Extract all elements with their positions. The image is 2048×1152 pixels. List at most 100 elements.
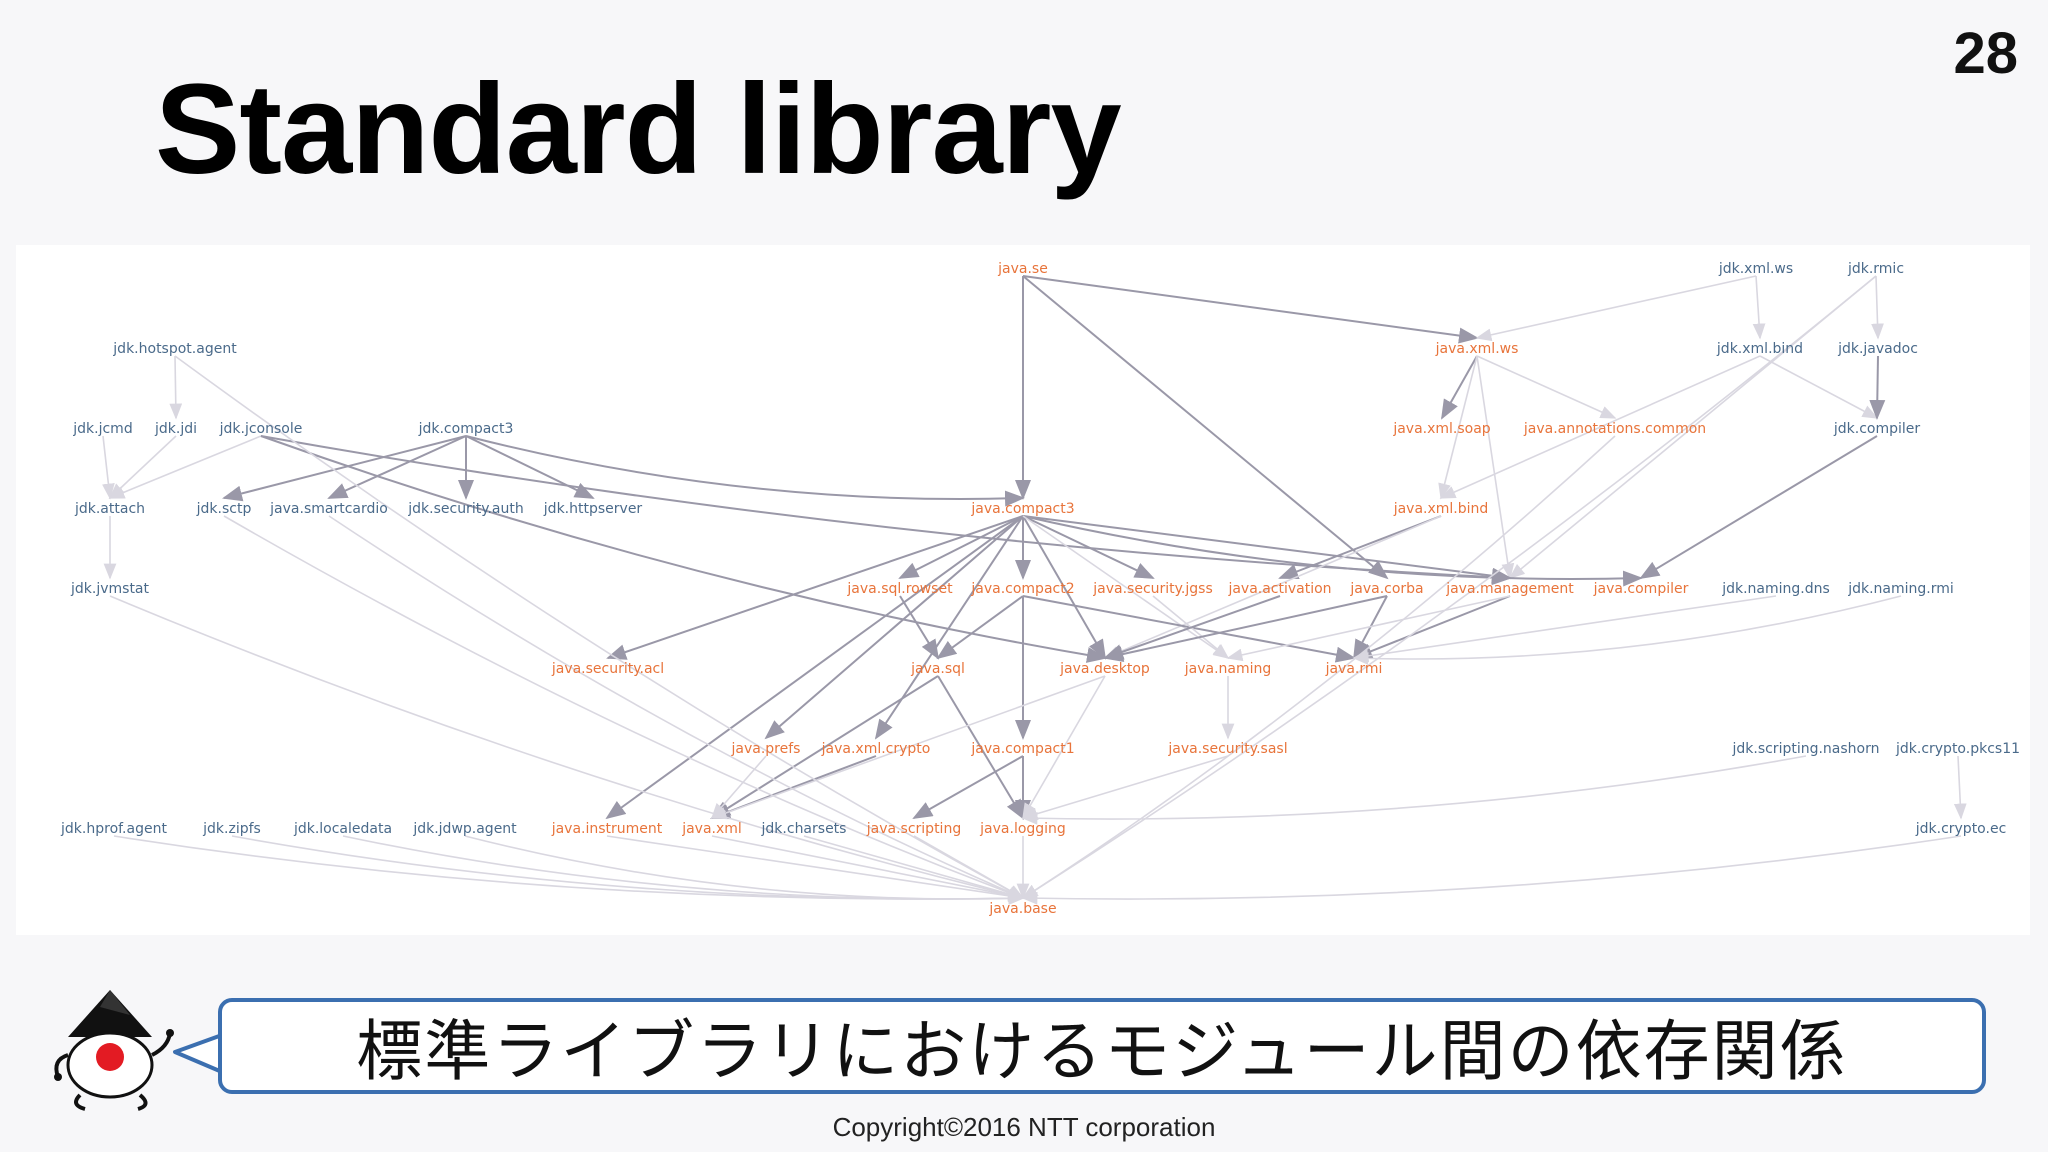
dependency-edge-jdk.compiler-to-java.compiler: [1639, 435, 1878, 580]
dependency-edge-jdk.naming.dns-to-java.rmi: [1352, 595, 1777, 663]
module-node-java-compiler: java.compiler: [1593, 581, 1689, 597]
module-node-java-naming: java.naming: [1184, 661, 1272, 677]
dependency-edge-java.compact3-to-java.naming: [1022, 515, 1230, 659]
dependency-edge-jdk.compact3-to-java.smartcardio: [327, 435, 467, 499]
module-node-jdk-zipfs: jdk.zipfs: [202, 821, 261, 837]
dependency-edge-java.compact3-to-java.security.acl: [606, 515, 1024, 660]
module-node-java-xml: java.xml: [681, 821, 742, 837]
caption-callout: 標準ライブラリにおけるモジュール間の依存関係: [218, 998, 1986, 1094]
module-node-java-compact3: java.compact3: [970, 501, 1074, 517]
module-node-java-se: java.se: [997, 261, 1048, 277]
copyright-footer: Copyright©2016 NTT corporation: [832, 1112, 1216, 1142]
dependency-edge-java.management-to-java.naming: [1226, 595, 1511, 662]
dependency-edge-java.annotations.common-to-java.base: [1021, 435, 1616, 899]
dependency-edge-java.compact3-to-java.instrument: [605, 515, 1024, 820]
module-node-jdk-security-auth: jdk.security.auth: [407, 501, 524, 517]
module-node-jdk-xml-ws: jdk.xml.ws: [1718, 261, 1793, 277]
module-node-java-xml-soap: java.xml.soap: [1392, 421, 1490, 437]
module-node-jdk-compiler: jdk.compiler: [1833, 421, 1921, 437]
graph-canvas: java.se jdk.xml.ws jdk.rmic jdk.hotspot.age…: [60, 261, 2020, 917]
module-node-java-sql: java.sql: [910, 661, 965, 677]
dependency-edge-jdk.hprof.agent-to-java.base: [113, 835, 1025, 905]
module-node-jdk-javadoc: jdk.javadoc: [1837, 341, 1918, 357]
dependency-edge-java.compact3-to-java.sql.rowset: [898, 515, 1024, 579]
module-node-java-scripting: java.scripting: [866, 821, 961, 837]
module-node-java-management: java.management: [1445, 581, 1574, 597]
dependency-edge-jdk.compact3-to-java.compact3: [465, 435, 1025, 507]
module-node-jdk-localedata: jdk.localedata: [293, 821, 392, 837]
dependency-edge-java.xml.ws-to-java.annotations.common: [1476, 355, 1617, 419]
dependency-edge-jdk.jconsole-to-java.desktop: [260, 435, 1107, 663]
dependency-edge-jdk.charsets-to-java.base: [803, 835, 1025, 901]
dependency-edge-jdk.jconsole-to-jdk.attach: [108, 435, 262, 499]
dependency-edge-java.compact2-to-java.rmi: [1022, 595, 1356, 663]
dependency-edge-jdk.crypto.ec-to-java.base: [1021, 835, 1962, 905]
dependency-edge-java.se-to-java.xml.ws: [1022, 275, 1479, 344]
module-node-java-compact1: java.compact1: [970, 741, 1074, 757]
module-node-jdk-naming-rmi: jdk.naming.rmi: [1847, 581, 1954, 597]
dependency-edge-java.instrument-to-java.base: [606, 835, 1025, 903]
dependency-edge-java.xml.ws-to-java.management: [1476, 355, 1515, 580]
dependency-edge-java.xml.ws-to-java.xml.bind: [1438, 355, 1478, 500]
dependency-edge-jdk.xml.bind-to-jdk.compiler: [1759, 355, 1879, 419]
dependency-edge-java.corba-to-java.desktop: [1103, 595, 1388, 662]
dependency-edge-jdk.scripting.nashorn-to-java.logging: [1021, 755, 1807, 825]
module-node-jdk-jdwp-agent: jdk.jdwp.agent: [412, 821, 517, 837]
module-node-jdk-hotspot-agent: jdk.hotspot.agent: [112, 341, 237, 357]
module-node-java-desktop: java.desktop: [1059, 661, 1150, 677]
module-node-jdk-crypto-pkcs11: jdk.crypto.pkcs11: [1895, 741, 2020, 757]
dependency-edge-jdk.rmic-to-jdk.javadoc: [1871, 275, 1884, 340]
module-node-java-xml-crypto: java.xml.crypto: [821, 741, 931, 757]
module-node-java-xml-ws: java.xml.ws: [1435, 341, 1519, 357]
dependency-edge-jdk.xml.ws-to-jdk.xml.bind: [1752, 275, 1766, 340]
dependency-edge-java.compact3-to-java.prefs: [764, 515, 1024, 740]
dependency-edge-jdk.xml.ws-to-java.xml.ws: [1475, 275, 1757, 342]
dependency-edge-java.xml.bind-to-java.desktop: [1103, 515, 1442, 659]
module-node-jdk-httpserver: jdk.httpserver: [543, 501, 643, 517]
dependency-edge-jdk.jcmd-to-jdk.attach: [102, 435, 115, 500]
module-node-java-security-sasl: java.security.sasl: [1167, 741, 1287, 757]
caption-text: 標準ライブラリにおけるモジュール間の依存関係: [356, 1013, 1848, 1090]
dependency-edge-java.sql-to-java.logging: [937, 675, 1025, 820]
module-node-java-annotations-common: java.annotations.common: [1523, 421, 1706, 437]
module-node-java-compact2: java.compact2: [970, 581, 1074, 597]
module-node-jdk-compact3: jdk.compact3: [418, 421, 514, 437]
module-node-jdk-jvmstat: jdk.jvmstat: [70, 581, 150, 597]
dependency-edge-java.desktop-to-java.xml: [710, 675, 1106, 820]
module-node-jdk-rmic: jdk.rmic: [1847, 261, 1904, 277]
module-node-java-activation: java.activation: [1227, 581, 1331, 597]
module-node-jdk-jdi: jdk.jdi: [154, 421, 197, 437]
dependency-edge-java.compact3-to-java.desktop: [1022, 515, 1107, 660]
dependency-edge-java.sql-to-java.xml: [710, 675, 939, 820]
dependency-edge-java.desktop-to-java.logging: [1022, 675, 1106, 820]
module-node-java-logging: java.logging: [979, 821, 1066, 837]
dependency-edge-jdk.compact3-to-jdk.sctp: [222, 435, 467, 502]
dependency-edge-jdk.javadoc-to-jdk.compiler: [1869, 355, 1886, 420]
dependency-edge-jdk.naming.rmi-to-java.rmi: [1352, 595, 1902, 665]
dependency-edge-java.security.sasl-to-java.logging: [1021, 755, 1229, 820]
module-node-jdk-jcmd: jdk.jcmd: [72, 421, 132, 437]
nodes-layer: java.se jdk.xml.ws jdk.rmic jdk.hotspot.age…: [60, 261, 2020, 917]
dependency-edge-java.management-to-java.rmi: [1352, 595, 1511, 659]
module-node-java-prefs: java.prefs: [731, 741, 801, 757]
module-node-jdk-hprof-agent: jdk.hprof.agent: [60, 821, 167, 837]
module-node-java-smartcardio: java.smartcardio: [269, 501, 388, 517]
dependency-edge-java.xml-to-java.base: [711, 835, 1025, 902]
edges-layer: [102, 275, 1967, 905]
dependency-edge-jdk.jdi-to-jdk.attach: [108, 435, 177, 500]
dependency-edge-java.compact3-to-java.management: [1022, 515, 1512, 584]
module-node-jdk-scripting-nashorn: jdk.scripting.nashorn: [1731, 741, 1879, 757]
dependency-edge-java.activation-to-java.desktop: [1103, 595, 1281, 660]
module-node-jdk-sctp: jdk.sctp: [196, 501, 252, 517]
slide-title: Standard library: [155, 58, 1122, 201]
dependency-edge-java.compact3-to-java.compiler: [1022, 515, 1643, 587]
dependency-edge-java.se-to-java.corba: [1022, 275, 1389, 580]
dependency-edge-jdk.jvmstat-to-java.base: [109, 595, 1025, 901]
dependency-edge-java.compact3-to-java.xml.crypto: [874, 515, 1024, 740]
dependency-edge-jdk.xml.bind-to-java.xml.bind: [1439, 355, 1761, 499]
module-node-java-instrument: java.instrument: [551, 821, 663, 837]
dependency-edge-jdk.localedata-to-java.base: [342, 835, 1025, 905]
dependency-edge-jdk.jdwp.agent-to-java.base: [464, 835, 1025, 905]
dependency-edge-jdk.hotspot.agent-to-java.base: [174, 355, 1025, 899]
dependency-edge-java.compact1-to-java.scripting: [912, 755, 1024, 819]
